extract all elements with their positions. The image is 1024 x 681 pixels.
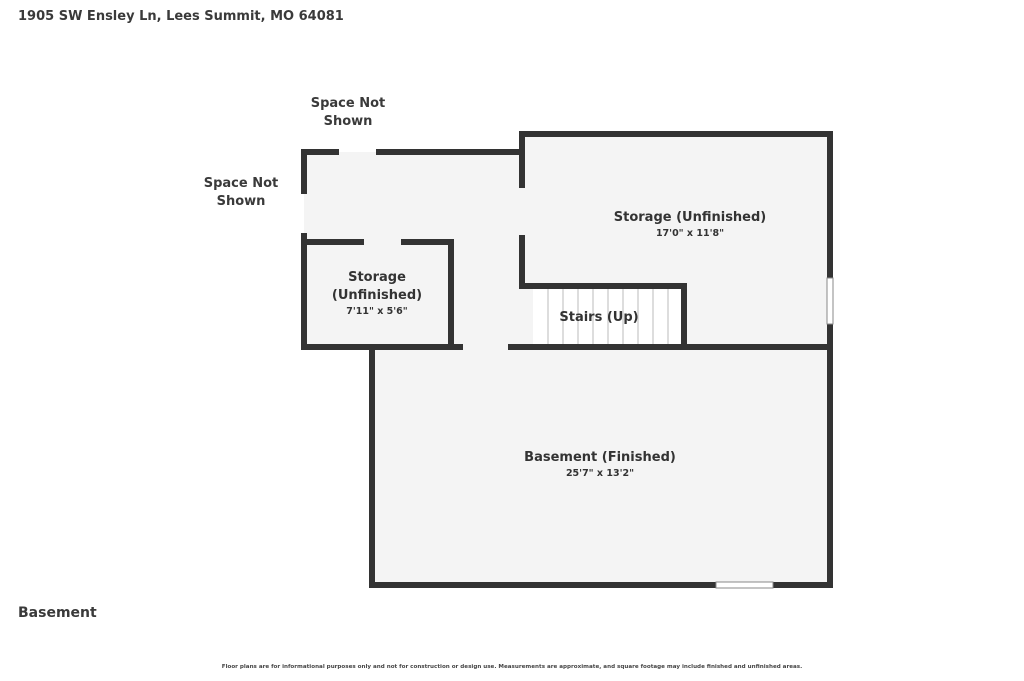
space-not-shown-label-left: Space Not Shown <box>186 175 296 211</box>
space-not-shown-left-line1: Space Not <box>203 176 279 191</box>
room-name-line2: (Unfinished) <box>331 288 423 303</box>
windows <box>715 277 834 589</box>
floor-fill <box>304 134 830 585</box>
floor-level-label: Basement <box>18 605 97 621</box>
walls <box>301 131 833 588</box>
space-not-shown-label-top: Space Not Shown <box>293 95 403 131</box>
stairs-treads <box>533 289 682 345</box>
property-address: 1905 SW Ensley Ln, Lees Summit, MO 64081 <box>18 9 344 24</box>
room-name-line1: Storage <box>348 270 406 285</box>
room-basement: Basement (Finished) 25'7" x 13'2" <box>490 449 710 481</box>
room-stairs: Stairs (Up) <box>543 309 655 327</box>
room-dimensions: 25'7" x 13'2" <box>565 468 635 479</box>
room-storage-small: Storage (Unfinished) 7'11" x 5'6" <box>312 269 442 319</box>
room-name: Stairs (Up) <box>559 310 639 325</box>
disclaimer-text: Floor plans are for informational purpos… <box>221 664 803 670</box>
room-name: Storage (Unfinished) <box>613 210 767 225</box>
space-not-shown-top-line2: Shown <box>323 114 373 129</box>
space-not-shown-left-line2: Shown <box>216 194 266 209</box>
room-dimensions: 17'0" x 11'8" <box>655 228 725 239</box>
room-dimensions: 7'11" x 5'6" <box>346 306 408 317</box>
space-not-shown-top-line1: Space Not <box>310 96 386 111</box>
room-storage-large: Storage (Unfinished) 17'0" x 11'8" <box>575 209 805 241</box>
room-name: Basement (Finished) <box>524 450 676 465</box>
